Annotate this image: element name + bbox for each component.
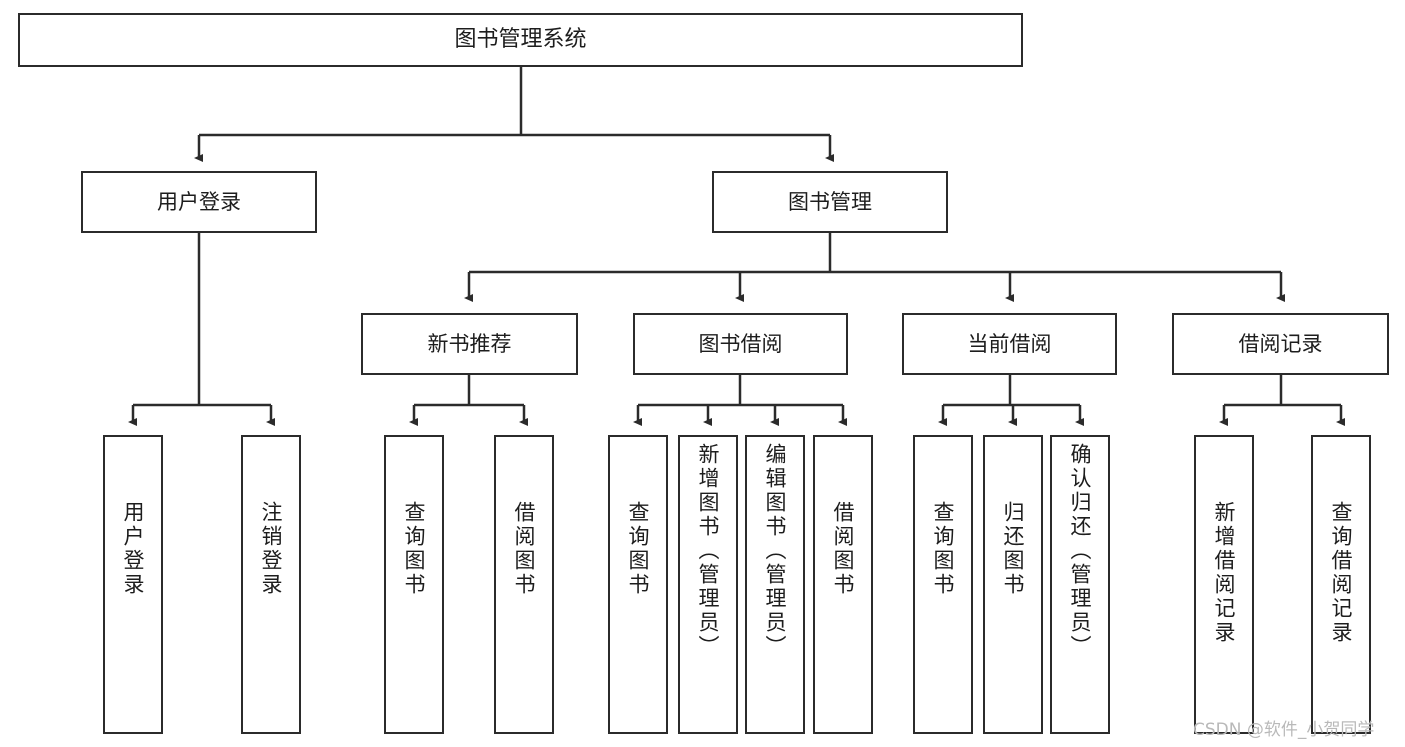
node-label: 查询图书	[626, 501, 651, 597]
leaf-return-book[interactable]: 归还图书	[983, 435, 1043, 734]
node-label: 注销登录	[259, 501, 284, 597]
node-label: 图书借阅	[698, 331, 783, 356]
leaf-user-login[interactable]: 用户登录	[103, 435, 163, 734]
node-book-manage[interactable]: 图书管理	[712, 171, 948, 233]
leaf-query-book-recommend[interactable]: 查询图书	[384, 435, 444, 734]
leaf-borrow-book[interactable]: 借阅图书	[813, 435, 873, 734]
node-borrow-record[interactable]: 借阅记录	[1172, 313, 1389, 375]
leaf-borrow-book-recommend[interactable]: 借阅图书	[494, 435, 554, 734]
node-label: 借阅图书	[512, 501, 537, 597]
node-root-system[interactable]: 图书管理系统	[18, 13, 1023, 67]
node-label: 归还图书	[1001, 501, 1026, 597]
node-current-borrow[interactable]: 当前借阅	[902, 313, 1117, 375]
leaf-edit-book-admin[interactable]: 编辑图书（管理员）	[745, 435, 805, 734]
node-book-borrow[interactable]: 图书借阅	[633, 313, 848, 375]
leaf-add-book-admin[interactable]: 新增图书（管理员）	[678, 435, 738, 734]
node-label: 新增借阅记录	[1212, 501, 1237, 645]
node-label: 借阅图书	[831, 501, 856, 597]
node-label: 确认归还（管理员）	[1068, 443, 1093, 659]
leaf-logout-login[interactable]: 注销登录	[241, 435, 301, 734]
node-label: 查询借阅记录	[1329, 501, 1354, 645]
node-label: 当前借阅	[967, 331, 1052, 356]
node-user-login[interactable]: 用户登录	[81, 171, 317, 233]
leaf-query-book-borrow[interactable]: 查询图书	[608, 435, 668, 734]
node-label: 查询图书	[402, 501, 427, 597]
node-label: 图书管理	[788, 189, 872, 214]
node-label: 用户登录	[121, 501, 146, 597]
node-new-book-recommend[interactable]: 新书推荐	[361, 313, 578, 375]
node-label: 借阅记录	[1238, 331, 1323, 356]
leaf-query-borrow-record[interactable]: 查询借阅记录	[1311, 435, 1371, 734]
node-label: 用户登录	[157, 189, 241, 214]
node-label: 图书管理系统	[454, 27, 587, 53]
node-label: 查询图书	[931, 501, 956, 597]
node-label: 编辑图书（管理员）	[763, 443, 788, 659]
csdn-watermark: CSDN @软件_小贺同学	[1193, 720, 1375, 740]
leaf-add-borrow-record[interactable]: 新增借阅记录	[1194, 435, 1254, 734]
leaf-confirm-return-admin[interactable]: 确认归还（管理员）	[1050, 435, 1110, 734]
leaf-query-book-current[interactable]: 查询图书	[913, 435, 973, 734]
node-label: 新书推荐	[427, 331, 512, 356]
node-label: 新增图书（管理员）	[696, 443, 721, 659]
